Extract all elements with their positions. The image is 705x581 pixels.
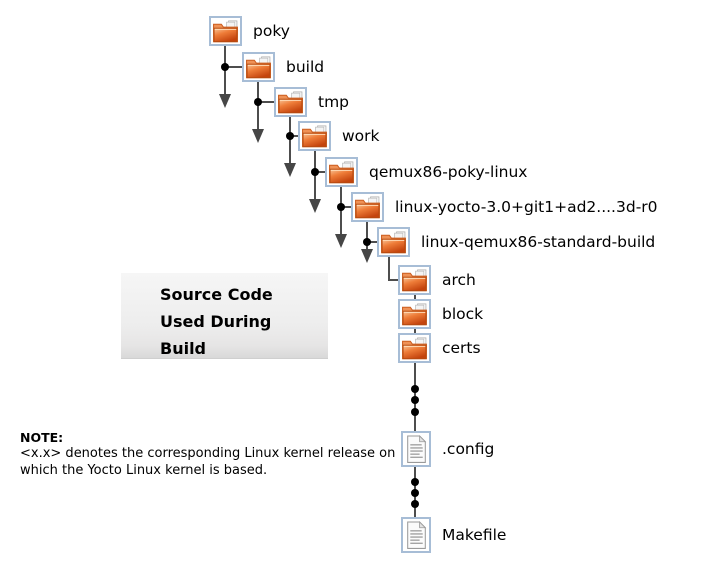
node-label-linux-yocto: linux-yocto-3.0+git1+ad2....3d-r0 xyxy=(395,198,658,216)
note-title: NOTE: xyxy=(20,430,64,445)
ellipsis-dot xyxy=(411,396,419,404)
connector-line xyxy=(224,46,226,96)
folder-icon xyxy=(242,52,275,82)
folder-icon xyxy=(351,192,384,222)
node-label-certs: certs xyxy=(442,339,481,357)
callout-line-3: Build xyxy=(160,339,207,358)
connector-line xyxy=(388,257,390,281)
connector-line xyxy=(257,82,259,131)
connector-line xyxy=(414,329,416,333)
connector-line xyxy=(366,241,377,243)
file-icon xyxy=(401,431,431,467)
connector-line xyxy=(366,222,368,251)
folder-icon xyxy=(398,299,431,329)
folder-icon xyxy=(209,16,242,46)
connector-line xyxy=(340,187,342,236)
node-label-config: .config xyxy=(442,440,495,458)
file-icon xyxy=(401,517,431,553)
connector-line xyxy=(289,117,291,165)
note-block: NOTE: <x.x> denotes the corresponding Li… xyxy=(20,429,396,479)
folder-icon xyxy=(377,227,410,257)
arrowhead-icon xyxy=(252,129,264,143)
connector-line xyxy=(388,279,398,281)
arrowhead-icon xyxy=(361,249,373,263)
callout-line-2: Used During xyxy=(160,312,272,331)
folder-icon xyxy=(398,333,431,363)
node-label-poky: poky xyxy=(253,22,290,40)
arrowhead-icon xyxy=(219,94,231,108)
node-label-linux-qemux86-standard-build: linux-qemux86-standard-build xyxy=(421,233,656,251)
callout-line-1: Source Code xyxy=(160,285,273,304)
node-label-makefile: Makefile xyxy=(442,526,507,544)
connector-line xyxy=(224,66,242,68)
connector-line xyxy=(414,295,416,299)
folder-icon xyxy=(325,157,358,187)
connector-line xyxy=(314,171,325,173)
note-line-2: which the Yocto Linux kernel is based. xyxy=(20,462,268,478)
source-code-callout: Source Code Used During Build xyxy=(121,273,328,359)
junction-dot xyxy=(363,238,371,246)
connector-line xyxy=(314,151,316,201)
connector-line xyxy=(340,206,351,208)
junction-dot xyxy=(286,132,294,140)
note-line-1: <x.x> denotes the corresponding Linux ke… xyxy=(20,446,396,461)
ellipsis-dot xyxy=(411,500,419,508)
node-label-tmp: tmp xyxy=(318,93,350,111)
folder-icon xyxy=(274,87,307,117)
folder-icon xyxy=(398,265,431,295)
arrowhead-icon xyxy=(309,199,321,213)
junction-dot xyxy=(221,63,229,71)
ellipsis-dot xyxy=(411,408,419,416)
junction-dot xyxy=(337,203,345,211)
node-label-arch: arch xyxy=(442,271,476,289)
arrowhead-icon xyxy=(284,163,296,177)
node-label-qemux86-poky-linux: qemux86-poky-linux xyxy=(369,163,528,181)
junction-dot xyxy=(254,98,262,106)
node-label-build: build xyxy=(286,58,325,76)
ellipsis-dot xyxy=(411,385,419,393)
arrowhead-icon xyxy=(335,234,347,248)
ellipsis-dot xyxy=(411,489,419,497)
node-label-work: work xyxy=(342,127,380,145)
connector-line xyxy=(257,101,274,103)
junction-dot xyxy=(311,168,319,176)
node-label-block: block xyxy=(442,305,484,323)
folder-icon xyxy=(298,121,331,151)
ellipsis-dot xyxy=(411,478,419,486)
